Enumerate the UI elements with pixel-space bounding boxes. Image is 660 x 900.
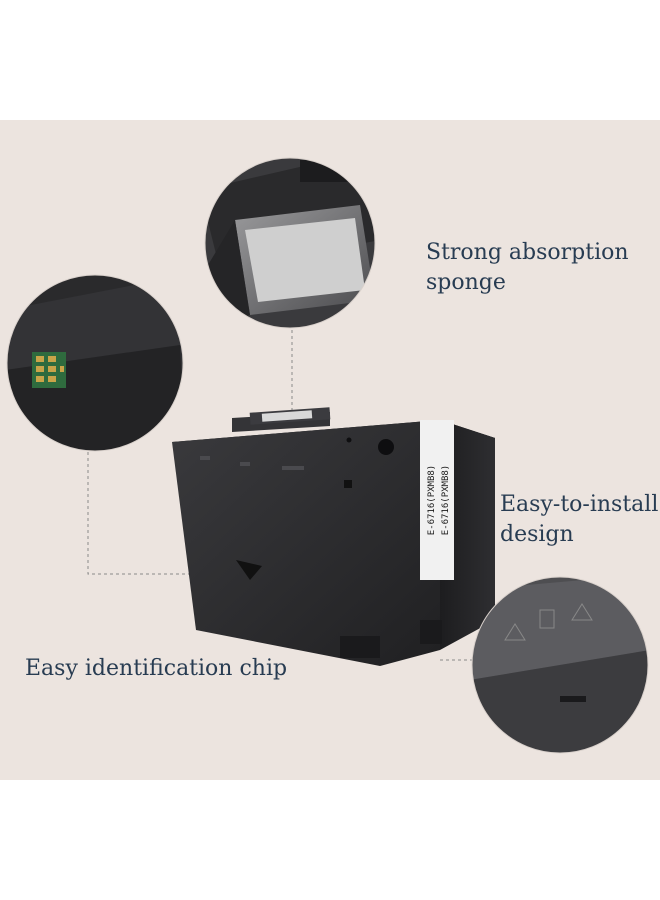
zoom-circle-markings-outline: [471, 576, 649, 754]
caption-easy-to-install-design: Easy-to-install design: [500, 490, 658, 550]
caption-easy-identification-chip: Easy identification chip: [25, 656, 288, 681]
caption-install-line-1: Easy-to-install: [500, 492, 659, 517]
zoom-circle-chip-outline: [6, 274, 184, 452]
zoom-circle-chip: [7, 275, 183, 451]
maintenance-box-illustration: E-6716(PXMB8) E-6716(PXMB8): [6, 157, 649, 754]
box-label-line2: E-6716(PXMB8): [441, 465, 451, 535]
product-photo-panel: E-6716(PXMB8) E-6716(PXMB8): [0, 120, 660, 780]
caption-sponge-line-2: sponge: [426, 270, 506, 295]
box-label-line1: E-6716(PXMB8): [427, 465, 437, 535]
zoom-circle-sponge: [205, 158, 375, 328]
caption-sponge-line-1: Strong absorption: [426, 240, 629, 265]
caption-install-line-2: design: [500, 522, 574, 547]
zoom-circle-sponge-outline: [204, 157, 376, 329]
caption-strong-absorption-sponge: Strong absorption sponge: [426, 238, 629, 298]
maintenance-box: E-6716(PXMB8) E-6716(PXMB8): [172, 407, 495, 666]
zoom-circle-markings: [472, 577, 648, 753]
